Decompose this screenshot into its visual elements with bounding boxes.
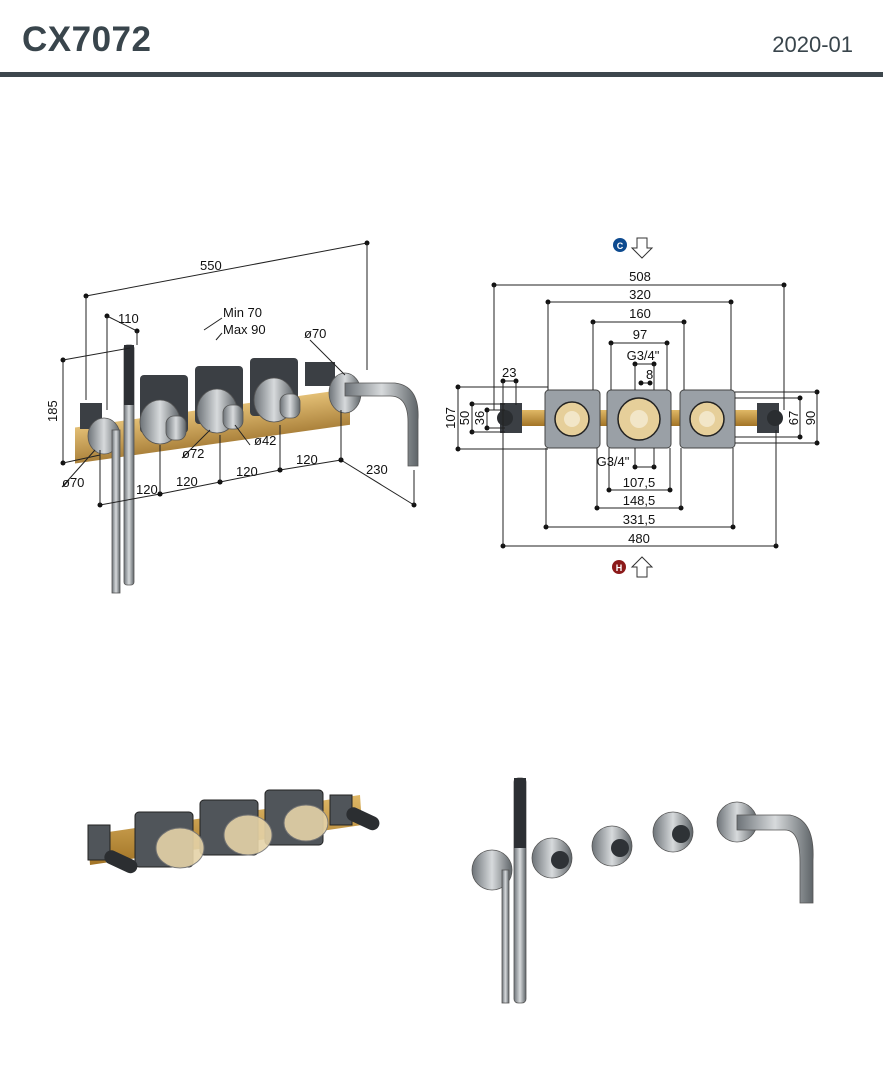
header-divider <box>0 72 883 77</box>
dim-320: 320 <box>629 287 651 302</box>
dim-spout-rosette: ø70 <box>304 326 326 341</box>
dim-thread-top: G3/4" <box>627 348 660 363</box>
front-view-drawing: 550 110 Min 70 Max 90 ø70 185 ø72 ø42 ø7… <box>45 240 419 594</box>
dim-90: 90 <box>803 411 818 425</box>
dim-spacing-4: 120 <box>296 452 318 467</box>
dim-depth-min: Min 70 <box>223 305 262 320</box>
hot-water-icon <box>612 560 626 574</box>
arrow-down-icon <box>630 237 654 259</box>
dim-8: 8 <box>646 367 653 382</box>
dim-97: 97 <box>633 327 647 342</box>
dim-spacing-3: 120 <box>236 464 258 479</box>
dim-23: 23 <box>502 365 516 380</box>
dim-spacing-2: 120 <box>176 474 198 489</box>
dim-107-5: 107,5 <box>623 475 656 490</box>
cold-marker-label: C <box>617 241 624 251</box>
dim-331-5: 331,5 <box>623 512 656 527</box>
cold-water-icon <box>613 238 627 252</box>
dim-depth-max: Max 90 <box>223 322 266 337</box>
rough-in-body-render <box>87 789 380 874</box>
dim-508: 508 <box>629 269 651 284</box>
dim-67: 67 <box>786 411 801 425</box>
dim-valve-rosette: ø72 <box>182 446 204 461</box>
dim-overall-width: 550 <box>200 258 222 273</box>
hot-marker-label: H <box>616 563 623 573</box>
dim-50: 50 <box>457 411 472 425</box>
dim-handle: ø42 <box>254 433 276 448</box>
dim-spout-projection: 230 <box>366 462 388 477</box>
finished-set-render <box>471 777 814 1004</box>
dim-spacing-1: 120 <box>136 482 158 497</box>
arrow-up-icon <box>630 556 654 578</box>
dim-handshower-offset: 110 <box>118 311 139 326</box>
dim-handshower-rosette: ø70 <box>62 475 84 490</box>
dim-height: 185 <box>45 400 60 422</box>
dim-148-5: 148,5 <box>623 493 656 508</box>
dim-480: 480 <box>628 531 650 546</box>
top-view-drawing: C H <box>443 237 820 578</box>
dim-thread-bottom: G3/4" <box>597 454 630 469</box>
dim-36: 36 <box>472 411 487 425</box>
revision-date: 2020-01 <box>772 32 853 57</box>
dim-107: 107 <box>443 407 458 429</box>
product-code: CX7072 <box>22 20 152 59</box>
dim-160: 160 <box>629 306 651 321</box>
